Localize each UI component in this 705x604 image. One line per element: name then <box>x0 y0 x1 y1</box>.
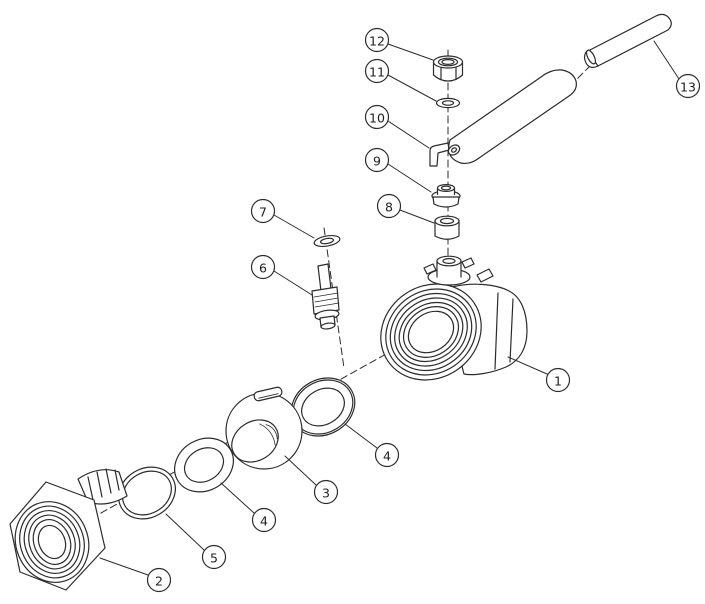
callout-4-right-number: 4 <box>383 449 391 464</box>
part-handle-grip <box>583 13 672 69</box>
callout-8-number: 8 <box>385 200 393 215</box>
part-stem-washer-lower <box>313 234 341 248</box>
part-stem-washer-upper <box>435 97 461 109</box>
callout-5: 5 <box>165 513 227 570</box>
callout-1: 1 <box>507 356 571 393</box>
part-handle-lever <box>429 69 577 167</box>
callout-3-number: 3 <box>322 486 330 501</box>
callout-4-left-number: 4 <box>260 514 268 529</box>
part-stem-nut <box>432 55 464 82</box>
part-valve-body <box>380 255 528 381</box>
part-end-cap <box>9 468 128 591</box>
part-stem <box>311 263 340 330</box>
callout-11: 11 <box>364 58 437 102</box>
part-seat-bushing <box>434 215 460 240</box>
ball-stem-slot <box>253 386 283 402</box>
callout-13: 13 <box>653 40 701 99</box>
part-seat-ring-left <box>174 437 234 493</box>
callout-3: 3 <box>284 455 339 505</box>
callout-9-number: 9 <box>373 154 381 169</box>
callout-12-number: 12 <box>369 34 385 49</box>
callout-8: 8 <box>376 193 435 224</box>
callout-1-number: 1 <box>554 374 562 389</box>
callout-6-number: 6 <box>259 261 267 276</box>
callout-9: 9 <box>364 147 432 193</box>
end-cap-thread-face <box>14 501 90 583</box>
callout-6: 6 <box>250 254 313 296</box>
callout-12: 12 <box>364 27 434 61</box>
callout-2: 2 <box>99 557 172 593</box>
part-ball <box>225 386 303 470</box>
callout-7-number: 7 <box>259 205 267 220</box>
valve-body-stem-boss <box>423 255 494 286</box>
callout-11-number: 11 <box>369 65 385 80</box>
callout-7: 7 <box>250 198 315 239</box>
part-seat-ring-right <box>290 377 356 437</box>
part-packing-gland <box>431 184 461 208</box>
part-o-ring <box>118 466 176 520</box>
callouts: 1 2 3 4 4 <box>99 27 701 593</box>
callout-4-right: 4 <box>344 423 400 468</box>
callout-10-number: 10 <box>369 111 385 126</box>
callout-2-number: 2 <box>155 574 163 589</box>
callout-4-left: 4 <box>220 482 277 533</box>
callout-10: 10 <box>364 104 430 149</box>
callout-5-number: 5 <box>210 551 218 566</box>
valve-body-threaded-mouth <box>380 283 482 381</box>
callout-13-number: 13 <box>680 80 696 95</box>
